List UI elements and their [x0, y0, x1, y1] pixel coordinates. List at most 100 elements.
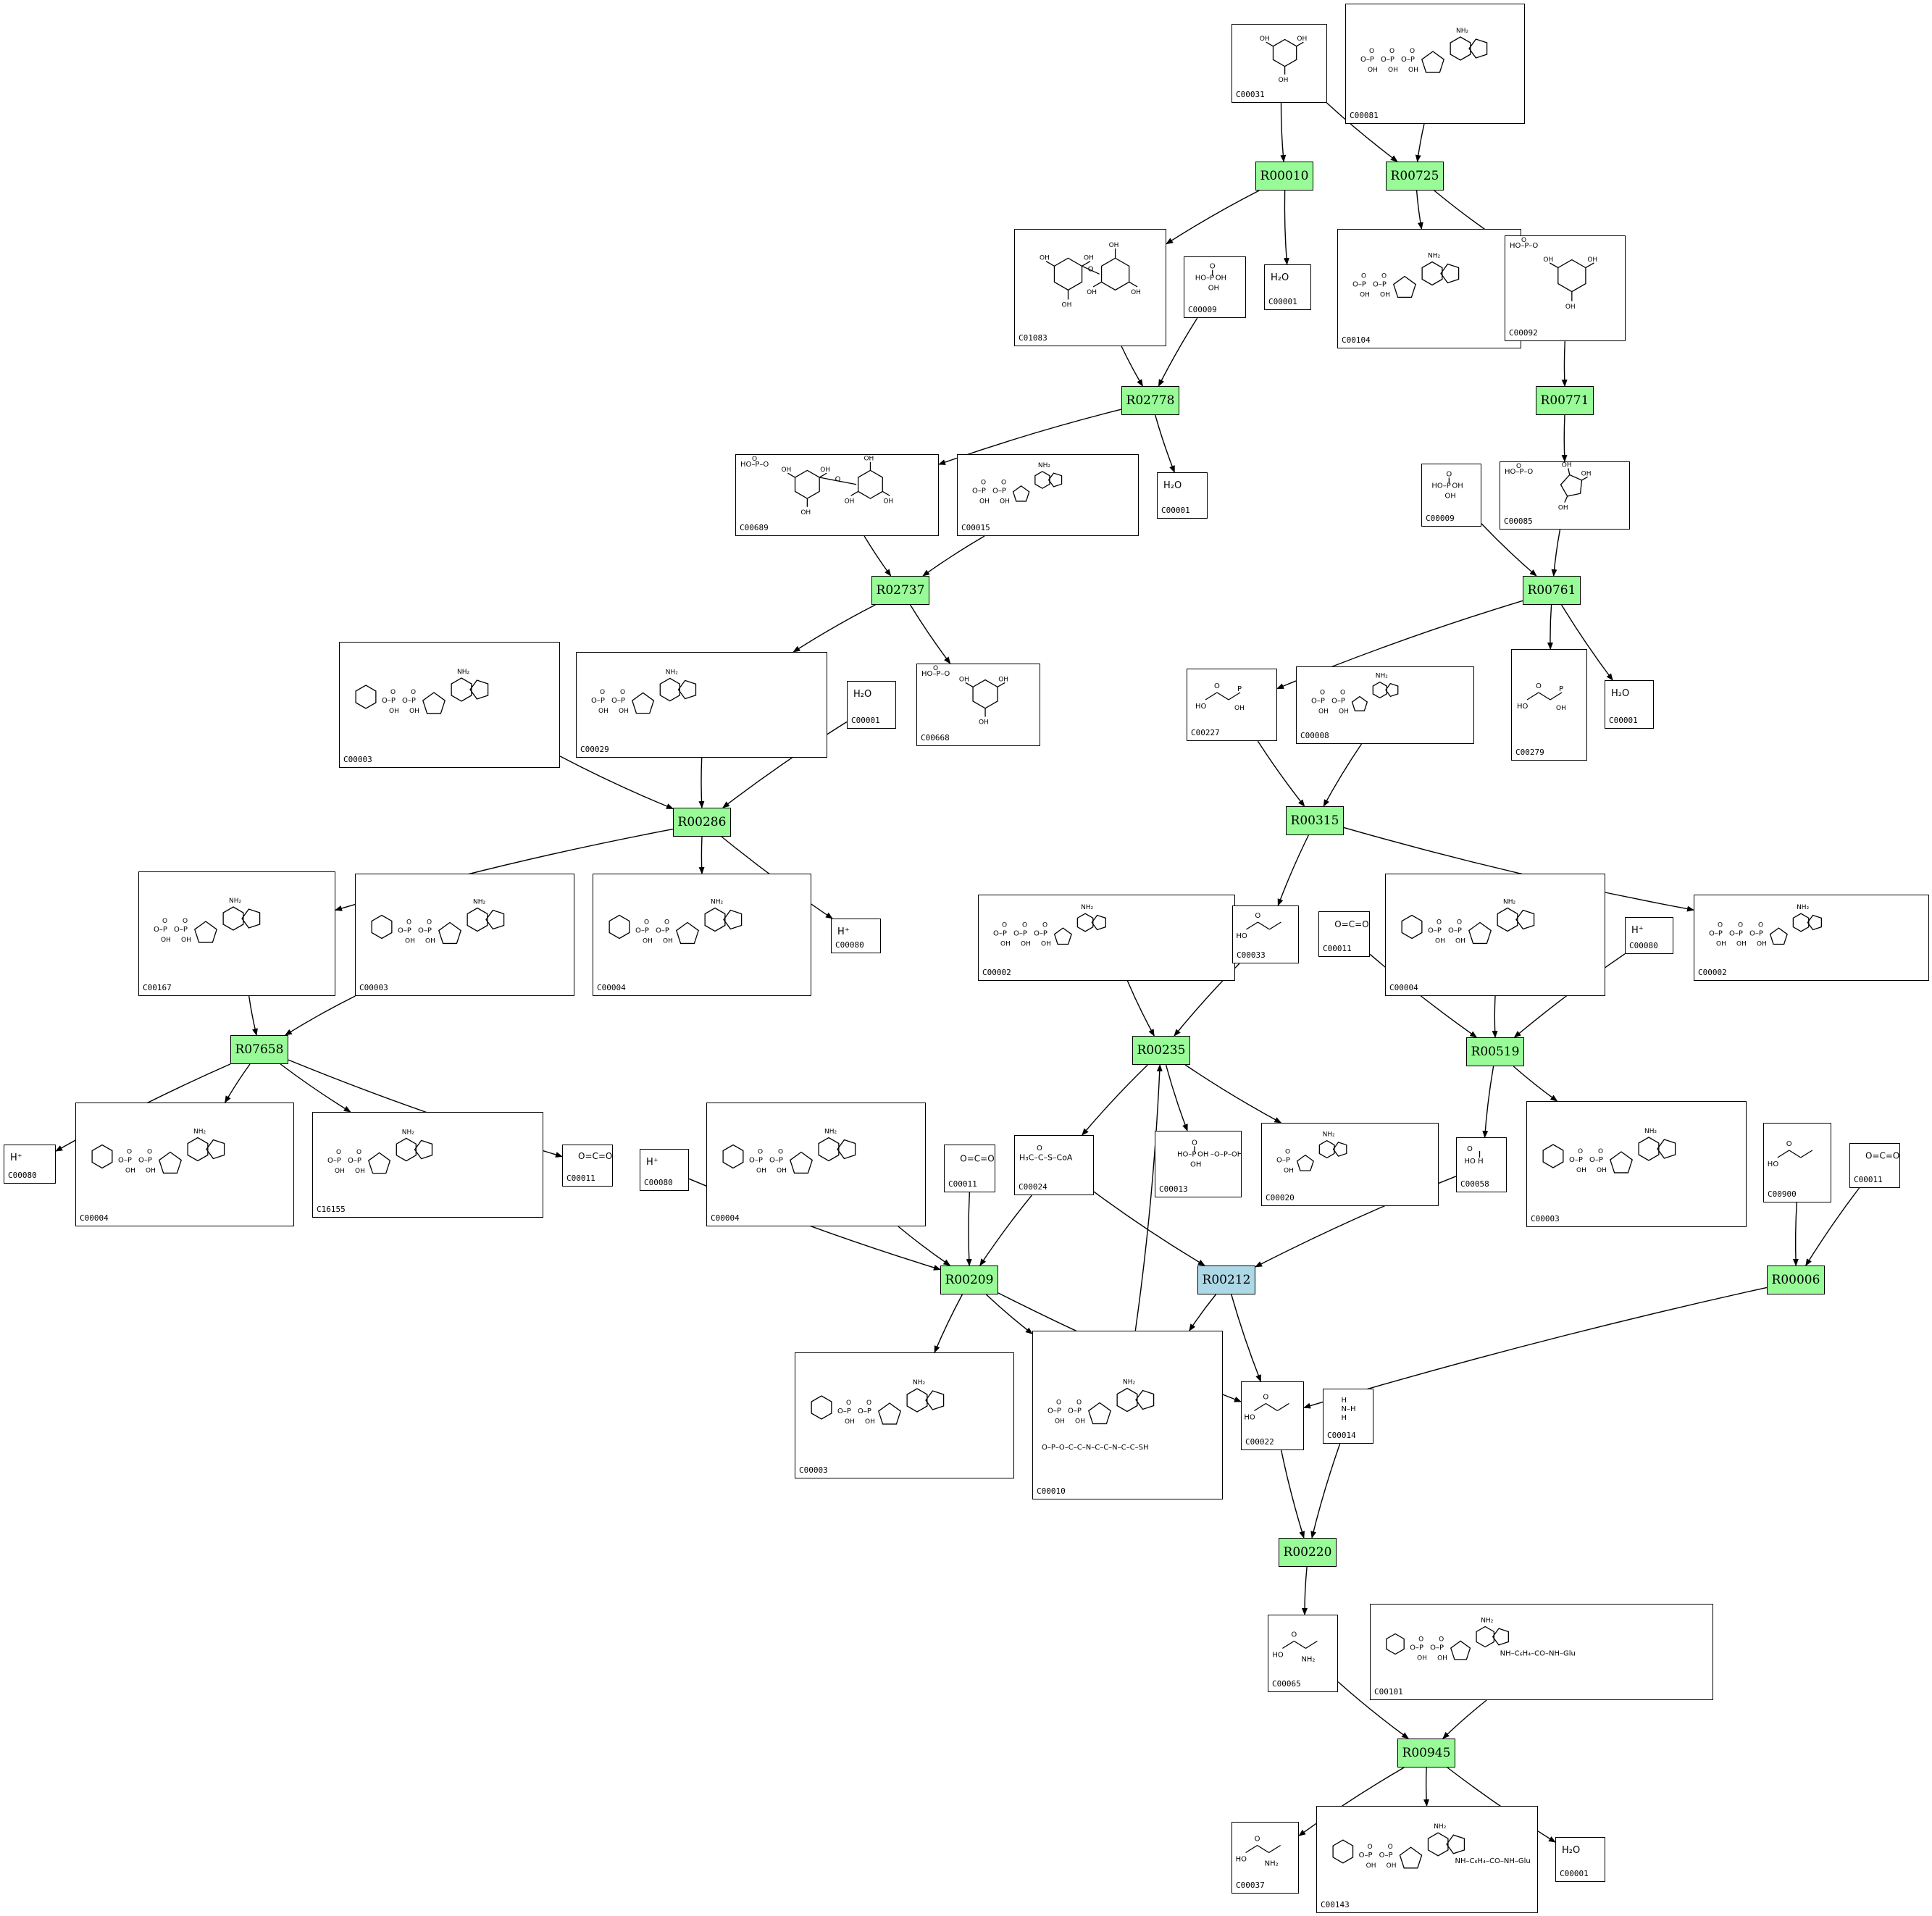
reaction-node-r00761[interactable]: R00761	[1523, 576, 1581, 605]
compound-node-c00080[interactable]: H⁺C00080	[4, 1145, 56, 1184]
svg-text:OH: OH	[1040, 255, 1050, 262]
svg-text:N–H: N–H	[1342, 1405, 1356, 1413]
reaction-node-r00006[interactable]: R00006	[1767, 1266, 1825, 1294]
reaction-node-r00286[interactable]: R00286	[673, 808, 731, 837]
svg-text:O: O	[620, 689, 625, 696]
svg-text:OH: OH	[1366, 1862, 1376, 1870]
edge-n22-to-r07658	[284, 995, 356, 1036]
reaction-node-r00315[interactable]: R00315	[1286, 806, 1344, 835]
svg-text:OH: OH	[1380, 292, 1390, 299]
svg-text:O: O	[1001, 480, 1006, 487]
svg-text:O: O	[835, 476, 841, 484]
svg-text:OH: OH	[125, 1168, 135, 1175]
svg-text:O–P: O–P	[1047, 1407, 1061, 1415]
svg-text:OH: OH	[1279, 77, 1289, 84]
compound-node-c00080[interactable]: H⁺C00080	[1625, 917, 1673, 954]
compound-id-label: C00011	[1323, 944, 1352, 953]
reaction-node-r02778[interactable]: R02778	[1121, 386, 1179, 415]
structure-drawing: OHO	[1244, 1394, 1289, 1422]
reaction-node-r00725[interactable]: R00725	[1386, 162, 1444, 191]
compound-node-c00080[interactable]: H⁺C00080	[640, 1149, 689, 1191]
reaction-node-r00220[interactable]: R00220	[1279, 1538, 1337, 1567]
reaction-node-r02737[interactable]: R02737	[871, 576, 929, 605]
svg-text:OH: OH	[845, 1418, 855, 1426]
svg-text:OH: OH	[1075, 1418, 1085, 1426]
svg-text:NH₂: NH₂	[1428, 253, 1441, 260]
reaction-node-r00235[interactable]: R00235	[1132, 1036, 1190, 1065]
reaction-node-r00519[interactable]: R00519	[1466, 1037, 1524, 1066]
compound-id-label: C00003	[359, 983, 388, 992]
compound-node-c00080[interactable]: H⁺C00080	[831, 919, 881, 953]
svg-text:O–P: O–P	[1068, 1407, 1082, 1415]
svg-text:OH: OH	[781, 467, 791, 474]
svg-text:OH: OH	[1581, 470, 1592, 477]
reaction-node-r00212[interactable]: R00212	[1197, 1266, 1255, 1294]
reaction-node-r00209[interactable]: R00209	[940, 1266, 998, 1294]
reaction-node-r07658[interactable]: R07658	[230, 1035, 288, 1064]
svg-text:OH: OH	[1087, 289, 1097, 296]
reaction-node-r00945[interactable]: R00945	[1397, 1739, 1455, 1768]
svg-text:NH₂: NH₂	[1376, 673, 1389, 680]
reaction-label: R00209	[945, 1273, 994, 1287]
svg-text:NH₂: NH₂	[711, 899, 724, 906]
edge-n07-to-r00771	[1561, 340, 1568, 387]
reaction-node-r00010[interactable]: R00010	[1255, 162, 1313, 191]
svg-text:O: O	[866, 1400, 871, 1407]
reaction-node-r00771[interactable]: R00771	[1536, 386, 1594, 415]
